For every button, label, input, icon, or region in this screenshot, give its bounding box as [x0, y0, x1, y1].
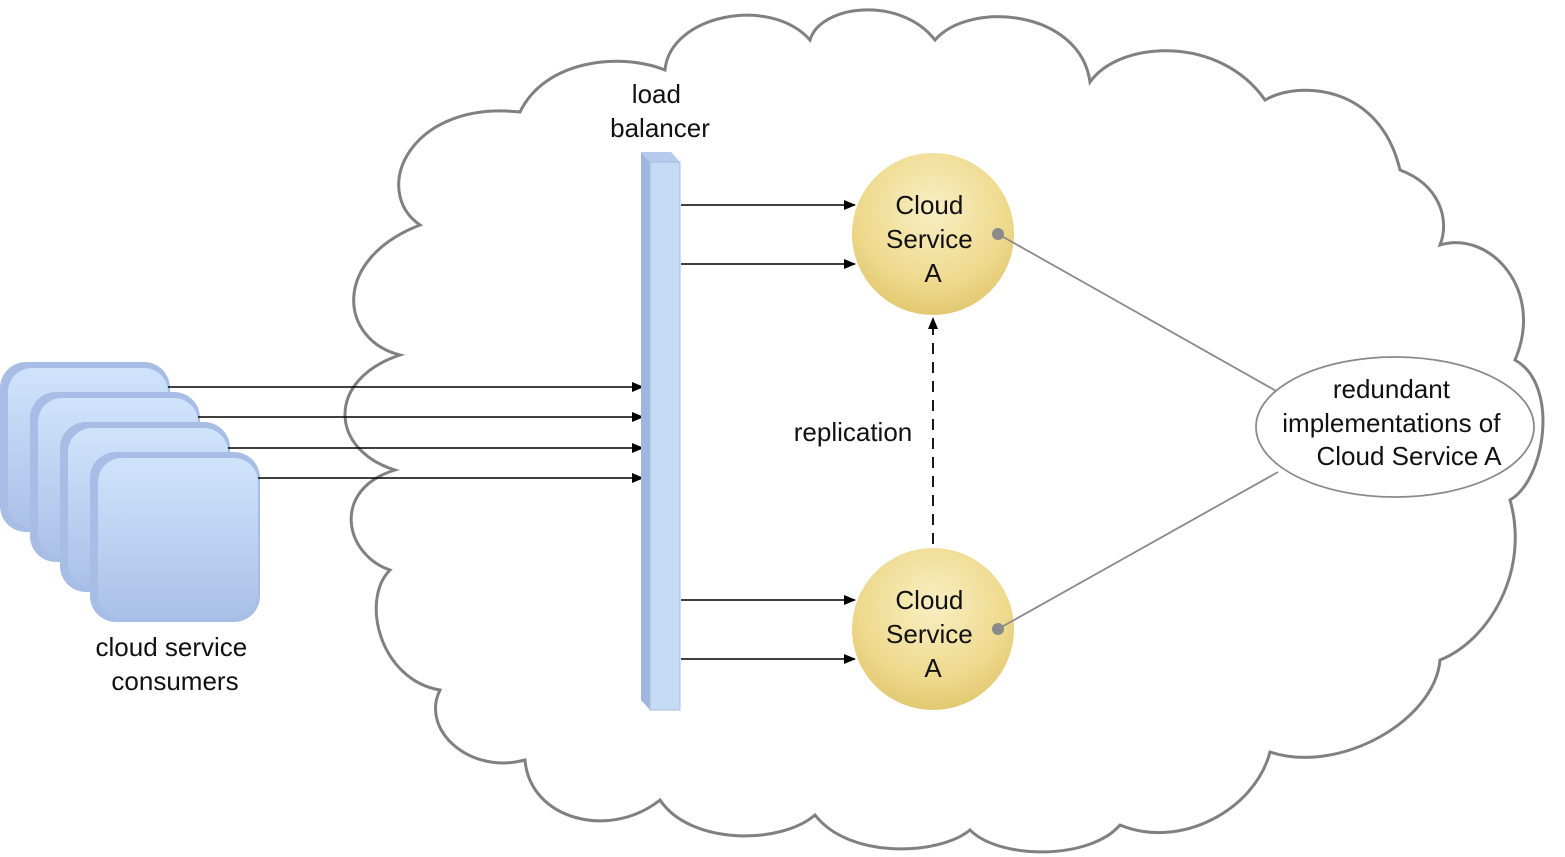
load-balancer: [641, 152, 681, 711]
balancer-forward-arrows: [681, 200, 856, 664]
svg-text:Cloud Service A: Cloud Service A: [886, 585, 980, 683]
consumers-label: cloud service consumers: [96, 632, 255, 696]
cloud-service-a-top: Cloud Service A: [852, 153, 1014, 315]
redundancy-callout-lines: [997, 233, 1279, 630]
redundant-implementations-callout: redundant implementations of Cloud Servi…: [1255, 356, 1535, 498]
svg-text:Cloud Service A: Cloud Service A: [886, 190, 980, 288]
callout-dot-bottom: [992, 623, 1004, 635]
replication-label: replication: [794, 417, 913, 447]
consumer-request-arrows: [168, 382, 644, 483]
svg-text:redundant implementation: redundant implementations of Cloud Servi…: [1282, 374, 1507, 471]
cloud-service-a-bottom: Cloud Service A: [852, 548, 1014, 710]
cloud-service-consumers: [0, 362, 260, 622]
load-balancer-label: load balancer: [610, 79, 710, 143]
callout-dot-top: [992, 228, 1004, 240]
